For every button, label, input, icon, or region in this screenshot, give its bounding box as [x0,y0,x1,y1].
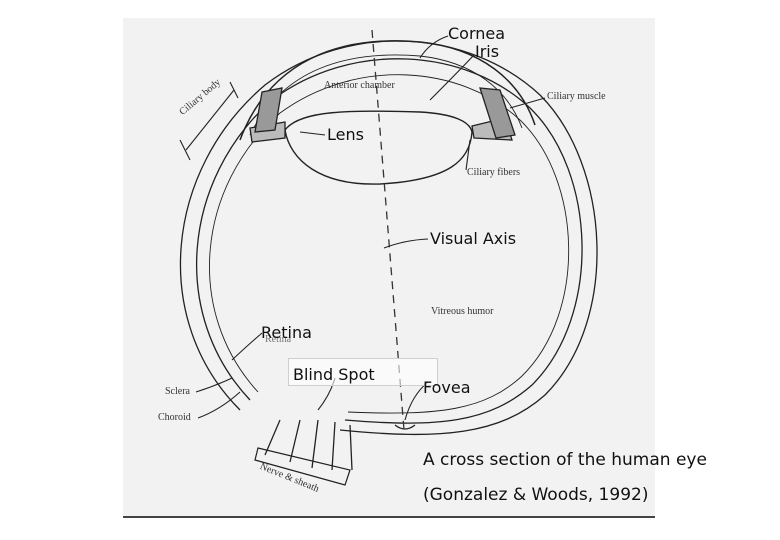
iris-label: Iris [475,42,500,61]
choroid-leader [197,391,241,419]
anterior-chamber-label: Anterior chamber [324,80,395,91]
retina-leader [231,332,263,361]
cornea-label: Cornea [448,24,506,43]
caption-line-2: (Gonzalez & Woods, 1992) [423,485,649,505]
blind-spot-label: Blind Spot [293,365,375,384]
optic-nerve [264,419,353,471]
choroid-label: Choroid [158,412,191,423]
sclera-label: Sclera [165,386,190,397]
ciliary-fibers-label: Ciliary fibers [467,167,521,178]
sclera-outline [179,40,598,436]
ciliary-muscle-label: Ciliary muscle [547,91,606,102]
ciliary-fibers-leader [465,139,471,171]
cornea-outline [239,40,536,141]
ciliary-muscle-leader [509,97,546,109]
visual-axis-label: Visual Axis [430,229,517,248]
scan-page [123,18,655,516]
ciliary-body-bracket [179,81,239,161]
lens-leader [299,131,326,136]
retina-outline [209,74,570,414]
sclera-leader [195,377,233,393]
visual-axis-leader [383,238,429,249]
choroid-outline [195,58,583,424]
iris-leader [429,54,475,101]
lens-label: Lens [327,125,364,144]
caption-line-1: A cross section of the human eye [423,450,707,470]
cornea-leader [419,35,449,59]
vitreous-humor-label: Vitreous humor [431,306,494,317]
retina-small-label: Retina [265,334,292,345]
blind-spot-box [288,358,438,386]
lens-outline [284,110,473,185]
ciliary-muscle-shape [479,87,516,139]
retina-label: Retina [261,323,312,342]
fovea-label: Fovea [423,378,471,397]
visual-axis-line [371,29,405,431]
fovea-pit [394,424,416,430]
